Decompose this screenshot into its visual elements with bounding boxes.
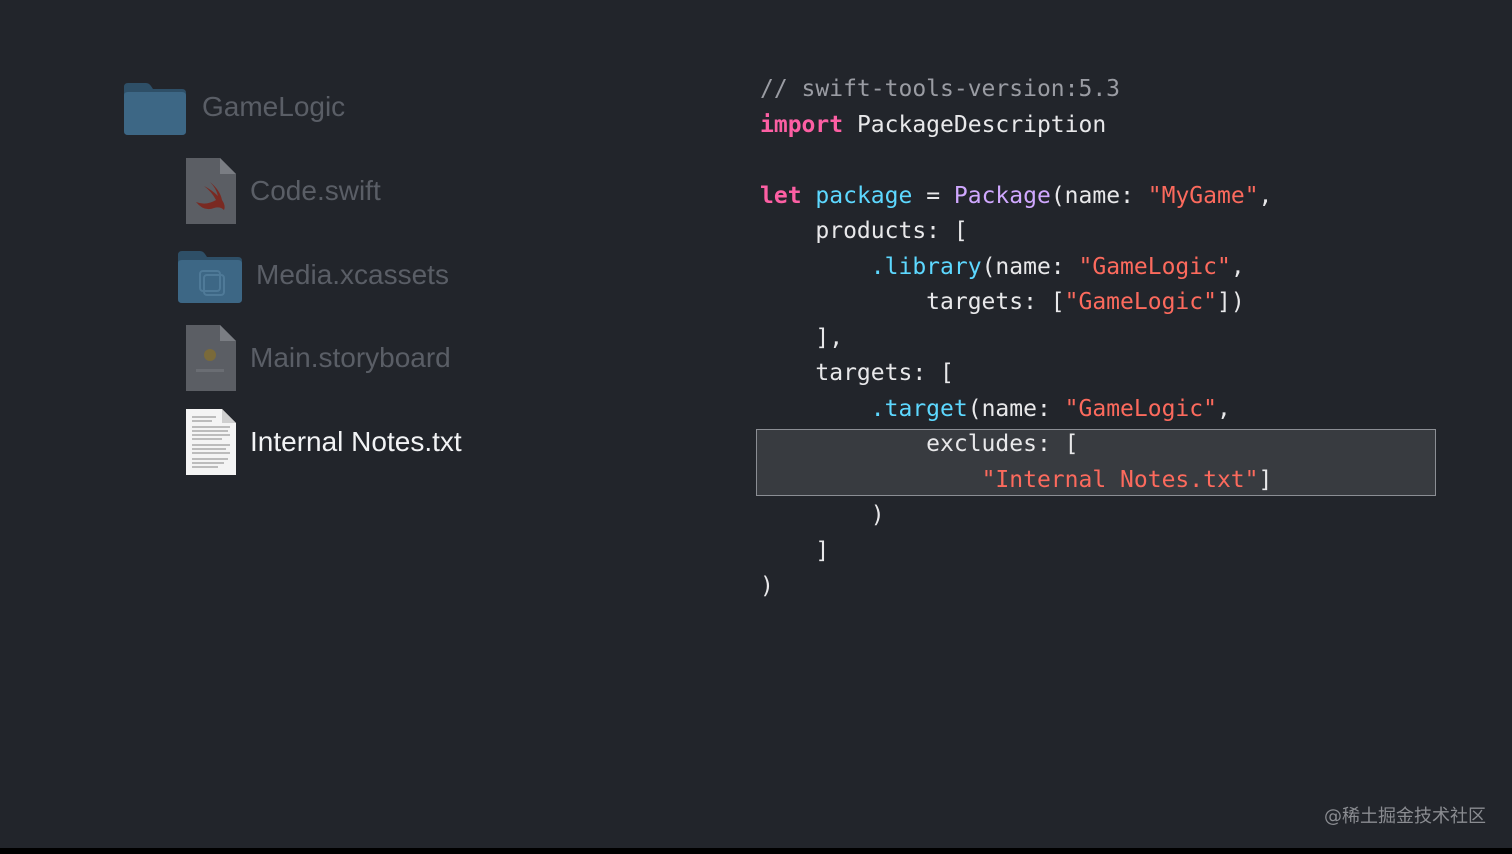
code-token-plain: (name:: [967, 395, 1065, 422]
storyboard-file-icon: [186, 325, 236, 391]
code-token-type: Package: [953, 182, 1051, 209]
swift-file-icon: [186, 158, 236, 224]
code-token-plain: [760, 396, 871, 422]
tree-item-media-xcassets[interactable]: Media.xcassets: [176, 240, 449, 310]
watermark: @稀土掘金技术社区: [1324, 806, 1486, 827]
code-line: // swift-tools-version:5.3: [760, 72, 1272, 108]
code-line: ): [760, 569, 1272, 605]
code-token-plain: products: [: [760, 218, 968, 244]
code-token-func: .target: [870, 395, 968, 422]
tree-item-label: Media.xcassets: [256, 259, 449, 290]
text-document-icon: [186, 409, 236, 475]
code-token-plain: =: [912, 182, 954, 209]
code-token-string: "GameLogic": [1078, 253, 1231, 280]
code-token-keyword: let: [760, 182, 802, 209]
code-token-plain: [802, 183, 816, 209]
code-line: ],: [760, 321, 1272, 357]
code-line: .library(name: "GameLogic",: [760, 250, 1272, 286]
code-line: targets: [: [760, 356, 1272, 392]
asset-catalog-folder-icon: [178, 251, 242, 303]
code-line: .target(name: "GameLogic",: [760, 392, 1272, 428]
code-token-plain: ]): [1216, 289, 1245, 315]
code-token-plain: ],: [760, 324, 844, 351]
code-token-keyword: import: [760, 111, 844, 138]
tree-item-label: Code.swift: [250, 175, 381, 206]
code-token-plain: (name:: [981, 253, 1079, 280]
code-token-plain: ,: [1230, 253, 1245, 280]
code-token-plain: ,: [1258, 182, 1273, 209]
code-line: targets: ["GameLogic"]): [760, 285, 1272, 321]
code-token-comment: // swift-tools-version:5.3: [760, 76, 1121, 102]
code-token-plain: ]: [1258, 466, 1273, 493]
tree-item-gamelogic-folder[interactable]: GameLogic: [120, 72, 345, 142]
tree-item-main-storyboard[interactable]: Main.storyboard: [182, 323, 451, 393]
tree-item-label: Main.storyboard: [250, 342, 451, 373]
code-token-string: "MyGame": [1147, 182, 1259, 209]
tree-item-code-swift[interactable]: Code.swift: [182, 156, 381, 226]
code-line: products: [: [760, 214, 1272, 250]
code-line: ): [760, 498, 1272, 534]
tree-item-label: Internal Notes.txt: [250, 426, 462, 457]
code-token-plain: ,: [1216, 395, 1231, 422]
code-token-plain: [760, 467, 982, 493]
code-token-plain: ]: [760, 537, 830, 564]
code-token-func: .library: [870, 253, 982, 280]
code-token-plain: [760, 254, 871, 280]
tree-item-internal-notes-txt[interactable]: Internal Notes.txt: [182, 407, 462, 477]
code-line: "Internal Notes.txt"]: [760, 463, 1273, 499]
code-token-string: "GameLogic": [1064, 395, 1217, 422]
tree-item-label: GameLogic: [202, 91, 346, 122]
code-token-plain: excludes: [: [760, 431, 1079, 457]
code-line: import PackageDescription: [760, 108, 1272, 144]
package-swift-code: // swift-tools-version:5.3 import Package…: [760, 72, 1272, 605]
code-token-plain: targets: [: [760, 289, 1065, 315]
folder-icon: [124, 83, 186, 135]
code-line: excludes: [: [760, 427, 1272, 463]
code-token-decl: package: [815, 182, 913, 209]
code-token-plain: ): [760, 502, 885, 528]
code-line: [760, 143, 1272, 179]
code-token-string: "GameLogic": [1064, 289, 1217, 315]
code-token-plain: PackageDescription: [843, 111, 1107, 138]
code-line: ]: [760, 534, 1272, 570]
code-line: let package = Package(name: "MyGame",: [760, 179, 1272, 215]
code-token-string: "Internal Notes.txt": [981, 466, 1259, 493]
code-token-plain: targets: [: [760, 360, 954, 386]
code-highlight-box: [756, 429, 1436, 496]
code-token-plain: (name:: [1050, 182, 1148, 209]
code-token-plain: ): [760, 573, 774, 599]
